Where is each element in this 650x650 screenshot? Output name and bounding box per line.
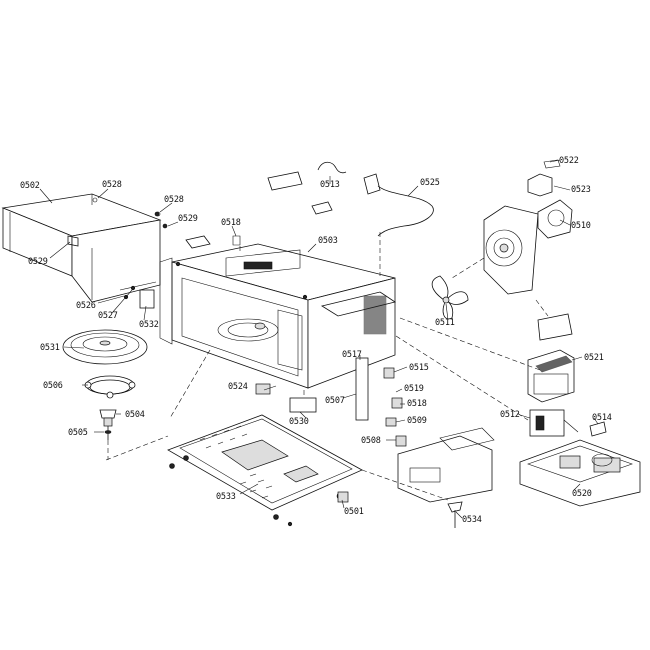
label-0509: 0509 bbox=[407, 416, 427, 426]
label-0530: 0530 bbox=[289, 417, 309, 427]
label-0506: 0506 bbox=[43, 381, 63, 391]
coupler-and-shaft bbox=[99, 409, 117, 460]
label-0515: 0515 bbox=[409, 363, 429, 373]
label-0508: 0508 bbox=[361, 436, 381, 446]
label-0519: 0519 bbox=[404, 384, 424, 394]
high-voltage-capacitor bbox=[529, 409, 579, 437]
label-0534: 0534 bbox=[462, 515, 482, 525]
label-0523: 0523 bbox=[571, 185, 591, 195]
label-0514: 0514 bbox=[592, 413, 612, 423]
label-0505: 0505 bbox=[68, 428, 88, 438]
label-0525: 0525 bbox=[420, 178, 440, 188]
label-0529-a: 0529 bbox=[178, 214, 198, 224]
label-0531: 0531 bbox=[40, 343, 60, 353]
label-0502: 0502 bbox=[20, 181, 40, 191]
label-0528-b: 0528 bbox=[164, 195, 184, 205]
label-0533: 0533 bbox=[216, 492, 236, 502]
interlock-switches bbox=[255, 357, 407, 447]
oven-cavity bbox=[159, 243, 396, 389]
top-small-parts bbox=[267, 159, 561, 237]
base-plate-vents bbox=[199, 425, 273, 499]
label-0507: 0507 bbox=[325, 396, 345, 406]
roller-ring bbox=[84, 375, 136, 399]
label-0522: 0522 bbox=[559, 156, 579, 166]
label-0504: 0504 bbox=[125, 410, 145, 420]
label-0532: 0532 bbox=[139, 320, 159, 330]
leader-lines bbox=[39, 159, 599, 519]
label-0527: 0527 bbox=[98, 311, 118, 321]
label-0518-b: 0518 bbox=[407, 399, 427, 409]
label-0528-a: 0528 bbox=[102, 180, 122, 190]
control-board bbox=[519, 439, 641, 507]
assembly-lines bbox=[105, 232, 549, 501]
base-plate bbox=[167, 414, 363, 527]
misc-sensors bbox=[337, 421, 607, 528]
label-0510: 0510 bbox=[571, 221, 591, 231]
label-0517: 0517 bbox=[342, 350, 362, 360]
fan-motor-bracket bbox=[483, 199, 573, 295]
outer-cabinet bbox=[1, 193, 162, 303]
label-0513: 0513 bbox=[320, 180, 340, 190]
label-0526: 0526 bbox=[76, 301, 96, 311]
label-0501: 0501 bbox=[344, 507, 364, 517]
turntable-plate bbox=[62, 329, 148, 365]
hv-transformer bbox=[527, 313, 575, 403]
label-0520: 0520 bbox=[572, 489, 592, 499]
label-0518-a: 0518 bbox=[221, 218, 241, 228]
fan-blade bbox=[431, 275, 469, 320]
label-0512: 0512 bbox=[500, 410, 520, 420]
label-0503: 0503 bbox=[318, 236, 338, 246]
part-labels: 0502 0528 0528 0529 0518 0529 0526 0527 … bbox=[20, 156, 612, 525]
cabinet-screws bbox=[123, 211, 241, 309]
label-0511: 0511 bbox=[435, 318, 455, 328]
label-0524: 0524 bbox=[228, 382, 248, 392]
control-panel-housing bbox=[397, 427, 495, 503]
label-0521: 0521 bbox=[584, 353, 604, 363]
label-0529-b: 0529 bbox=[28, 257, 48, 267]
